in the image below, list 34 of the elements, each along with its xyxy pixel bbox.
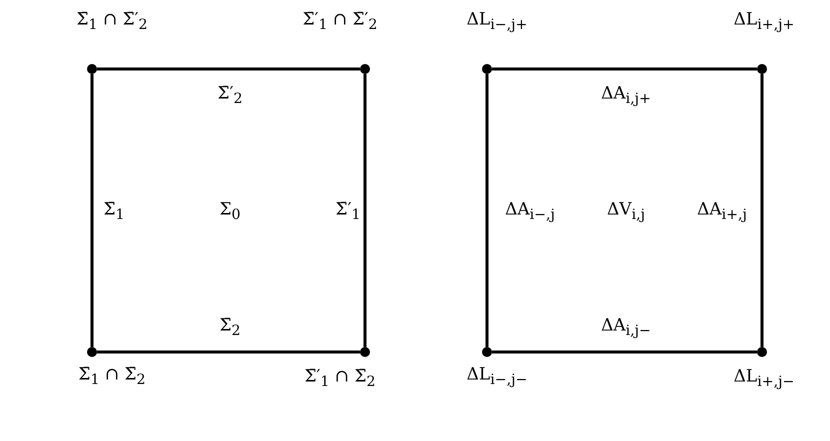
edge-label: ΔA$_{i+,j}$: [697, 200, 747, 224]
corner-label: Σ̄′$_{1}$ ∩ Σ̄′$_{2}$: [302, 10, 378, 34]
edge-label: ΔA$_{i,j−}$: [601, 316, 651, 340]
edge-line: [492, 68, 757, 70]
corner-point: [360, 64, 370, 74]
edge-label: Σ̄′$_{2}$: [218, 84, 242, 108]
corner-point: [482, 64, 492, 74]
corner-label: ΔL$_{i−,j+}$: [466, 10, 528, 34]
corner-point: [87, 347, 97, 357]
edge-line: [492, 350, 757, 354]
corner-label: Σ̄′$_{1}$ ∩ Σ̄$_{2}$: [304, 368, 376, 390]
edge-line: [97, 68, 360, 70]
edge-label: Σ̄′$_{1}$: [336, 200, 360, 224]
edge-line: [486, 74, 488, 347]
edge-label: ΔA$_{i,j+}$: [601, 84, 651, 108]
edge-line: [97, 350, 360, 354]
corner-point: [757, 347, 767, 357]
corner-label: Σ̄$_{1}$ ∩ Σ̄′$_{2}$: [76, 10, 148, 34]
edge-line: [364, 74, 366, 347]
region-label: ΔV$_{i,j}$: [607, 200, 645, 224]
edge-line: [90, 74, 94, 347]
corner-point: [482, 347, 492, 357]
edge-label: Σ̄$_{2}$: [219, 316, 241, 340]
corner-point: [87, 64, 97, 74]
corner-label: ΔL$_{i−,j−}$: [466, 366, 528, 388]
corner-label: ΔL$_{i+,j+}$: [734, 10, 794, 34]
edge-label: ΔA$_{i−,j}$: [505, 200, 555, 224]
corner-label: Σ̄$_{1}$ ∩ Σ̄$_{2}$: [78, 366, 146, 388]
edge-label: Σ̄$_{1}$: [103, 200, 125, 224]
edge-line: [760, 74, 764, 347]
corner-point: [757, 64, 767, 74]
corner-point: [360, 347, 370, 357]
corner-label: ΔL$_{i+,j−}$: [734, 368, 794, 390]
region-label: Σ$_{0}$: [219, 200, 241, 224]
